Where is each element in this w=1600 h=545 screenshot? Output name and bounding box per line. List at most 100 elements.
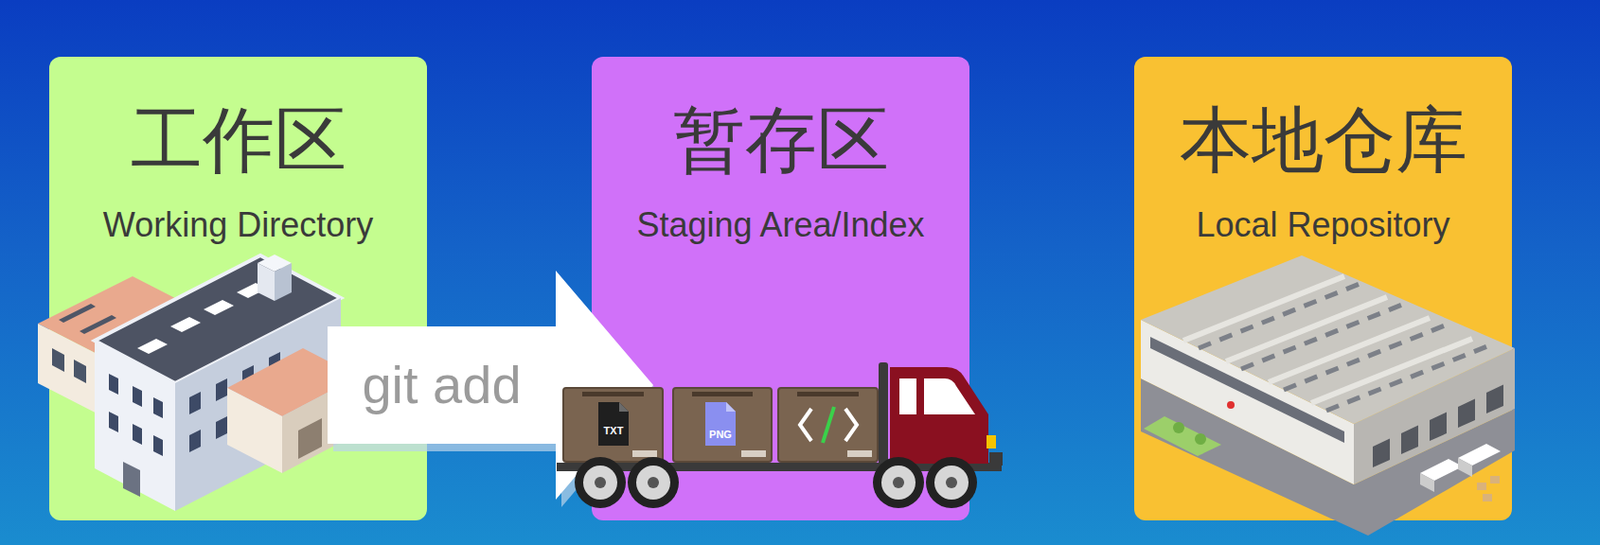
wheel (627, 457, 679, 509)
area-box: 本地仓库 Local Repository (1134, 56, 1512, 521)
box-marking (847, 450, 872, 458)
roof-window (100, 326, 138, 346)
window (242, 365, 254, 389)
window (153, 435, 163, 457)
file-type-label: PNG (709, 428, 732, 441)
warehouse-roof (1140, 255, 1515, 425)
dock-door (1486, 385, 1504, 415)
skylight (236, 283, 267, 299)
wheel-hub (647, 477, 659, 489)
window (215, 378, 228, 402)
factory-wall (227, 388, 283, 474)
dock-door (1429, 412, 1447, 443)
wheel (872, 457, 925, 509)
small-truck (1457, 458, 1473, 478)
lawn (1143, 416, 1222, 457)
window (189, 429, 201, 453)
file-type-label: TXT (604, 425, 624, 437)
area-box: 工作区 Working Directory (49, 56, 427, 521)
factory-roof (227, 348, 358, 417)
factory-wall (282, 376, 358, 474)
area-subtitle: Working Directory (103, 204, 374, 246)
window (108, 373, 119, 395)
dock-door (1401, 426, 1419, 456)
skylight-row (1241, 304, 1403, 370)
skylight (137, 338, 168, 355)
box-tape (692, 391, 753, 397)
window (132, 386, 143, 408)
factory-wall (37, 323, 112, 422)
area-subtitle: Staging Area/Index (636, 204, 925, 246)
edge-label: git add (361, 355, 521, 416)
warehouse-wall (1353, 348, 1515, 485)
roof-ridge (1268, 318, 1430, 383)
roof-ridge (1226, 297, 1387, 362)
cargo-box (563, 388, 663, 463)
window (153, 397, 163, 419)
pallet (1476, 482, 1487, 491)
factory (37, 254, 358, 512)
bush (1194, 433, 1207, 445)
tower (257, 254, 292, 272)
factory-wall (111, 314, 207, 422)
window (215, 416, 228, 440)
warehouse-wall (1140, 320, 1354, 485)
truck-light (986, 435, 996, 449)
wheel-rim (881, 465, 916, 500)
factory-roof (37, 276, 207, 362)
wheel (574, 457, 626, 509)
icon-fold (726, 402, 736, 412)
code-icon (800, 408, 812, 442)
truck-post (878, 362, 889, 467)
window (108, 411, 119, 433)
box-marking (632, 450, 658, 458)
roof-ridge (1311, 338, 1473, 404)
icon-fold (619, 402, 629, 412)
small-truck (1420, 459, 1463, 481)
roof-ridge (1183, 276, 1345, 341)
window (52, 348, 65, 373)
skylight-row (1198, 284, 1360, 349)
pavement (1140, 378, 1515, 536)
cargo-box (778, 388, 878, 463)
area-title: 本地仓库 (1179, 100, 1468, 180)
truck-bumper (989, 452, 1003, 466)
wheel-rim (934, 465, 969, 500)
wheel (925, 457, 978, 509)
dock-door (1372, 439, 1390, 469)
pallet (1482, 494, 1493, 502)
skylight-row (1326, 346, 1488, 411)
pallet (1490, 476, 1500, 484)
skylight (203, 300, 234, 316)
cargo-box (673, 388, 772, 463)
code-icon (845, 408, 857, 442)
window-band (1150, 337, 1345, 444)
tower (257, 263, 275, 302)
block-arrow (327, 270, 654, 500)
tower (274, 263, 292, 302)
box-tape (582, 391, 644, 397)
factory-roof (94, 255, 341, 384)
door (298, 418, 322, 460)
wheel-hub (594, 477, 606, 489)
roof-window (79, 315, 117, 335)
txt-file-icon (598, 402, 629, 446)
cab-window (899, 378, 917, 415)
wheel-rim (583, 465, 618, 500)
area-subtitle: Local Repository (1195, 204, 1450, 246)
warehouse (1140, 255, 1515, 536)
factory-wall (94, 340, 176, 512)
window (132, 424, 143, 445)
skylight-row (1283, 325, 1445, 391)
truck-chassis (556, 462, 1002, 472)
dock-door (1457, 399, 1476, 429)
window (189, 391, 201, 415)
factory-wall (175, 298, 341, 512)
cab-window (924, 378, 976, 415)
area-title: 工作区 (130, 100, 347, 180)
